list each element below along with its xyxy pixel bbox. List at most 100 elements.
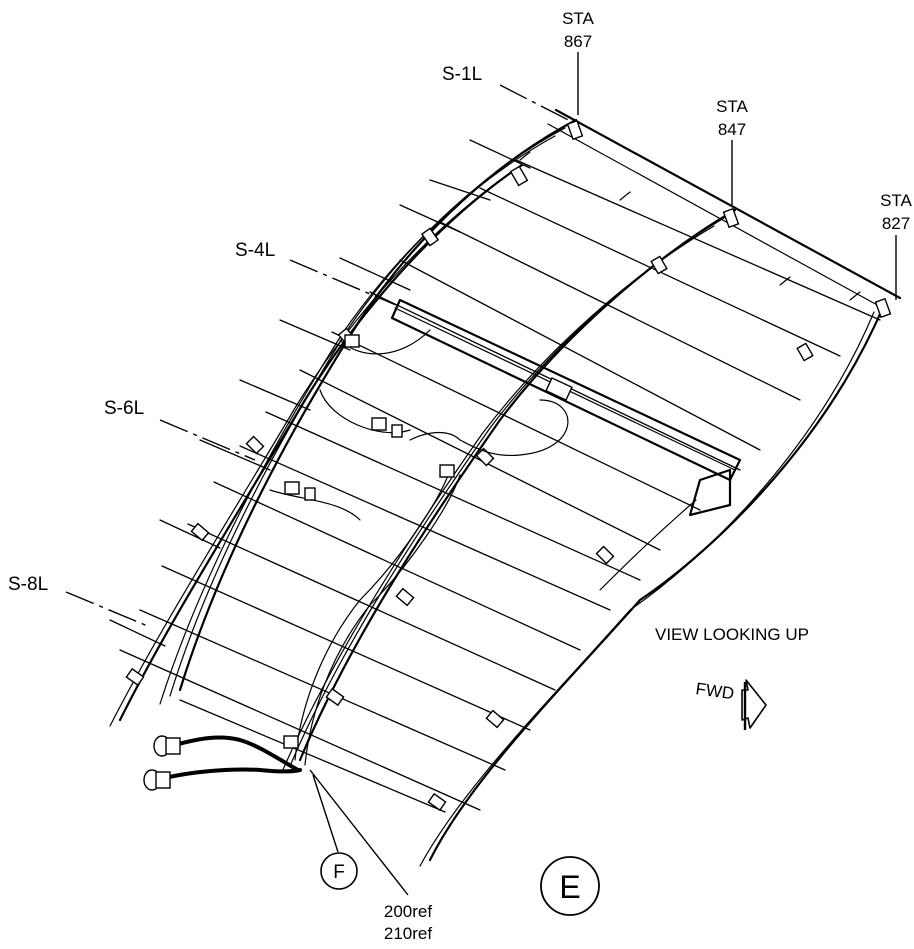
stringer-s4l-leader (289, 259, 397, 306)
frame-827-ref (599, 499, 697, 591)
beam-clamp (545, 377, 573, 401)
station-label-867: STA 867 (562, 9, 594, 51)
top-edge-line (554, 108, 902, 300)
frame-sta-827-inner (419, 311, 875, 867)
beam-end-fitting (688, 468, 732, 517)
frame-sta-847-inner (289, 217, 725, 767)
edge-fasteners (519, 151, 861, 301)
fastener-tick (619, 191, 631, 201)
harness-clamp (439, 464, 455, 478)
frame-sta-827-outer (428, 303, 886, 862)
harness-clamp (304, 487, 316, 501)
clip (595, 545, 615, 565)
stringer-line (399, 259, 761, 451)
connector-cable-upper (173, 735, 300, 772)
forward-arrow-icon (741, 679, 767, 730)
stringer-line (179, 699, 446, 813)
clip (485, 709, 505, 729)
clip (874, 297, 892, 319)
callout-f-letter: F (333, 862, 345, 883)
clip (796, 342, 814, 362)
ref-leader (309, 769, 409, 896)
station-label-847: STA 847 (716, 97, 748, 139)
frame-clips (125, 119, 892, 812)
harness-loop (409, 431, 461, 441)
clip (650, 255, 668, 275)
station-label-827: STA 827 (880, 191, 912, 233)
callout-f-leader (312, 774, 339, 853)
stringer-label-s6l: S-6L (104, 398, 144, 419)
clip (427, 792, 447, 812)
frame-left-outer (118, 163, 524, 722)
stringer-s1l-leader (499, 84, 579, 126)
clip (420, 227, 440, 247)
clip (190, 522, 210, 542)
stringer-line (187, 523, 556, 691)
station-827-prefix: STA (880, 191, 912, 210)
stringer-stub (159, 519, 221, 549)
stringer-line (161, 565, 531, 731)
callout-f-circle (320, 852, 358, 890)
harness-loop (269, 489, 361, 521)
frame-sta-847-inner2 (281, 225, 715, 773)
stringer-stub (239, 379, 311, 411)
stringer-label-s4l: S-4L (235, 240, 275, 261)
station-867-prefix: STA (562, 9, 594, 28)
clip (566, 119, 584, 141)
frame-sta-867-inner2 (159, 135, 556, 705)
frame-sta-847-outer (298, 208, 737, 762)
stringer-line (439, 221, 801, 401)
stringer-line (515, 159, 881, 321)
station-847-prefix: STA (716, 97, 748, 116)
stringer-stub (429, 179, 491, 201)
clip (509, 165, 529, 187)
fastener-tick (849, 291, 861, 301)
harness-clamp (283, 735, 299, 749)
connector-body-upper (165, 737, 181, 755)
callout-e-letter: E (559, 869, 580, 905)
stringer-label-s1l: S-1L (442, 64, 482, 85)
fastener-tick (779, 276, 791, 286)
clip (395, 587, 415, 607)
callout-e-circle (540, 856, 600, 916)
connectors (143, 735, 302, 791)
stringer-stub (339, 257, 411, 291)
fuselage-structure (109, 108, 902, 867)
connector-body-lower (155, 771, 171, 789)
harness-clamp (344, 334, 360, 348)
station-827-number: 827 (882, 214, 910, 233)
fastener-tick (689, 231, 701, 241)
stringer-stub (199, 439, 271, 471)
clip (125, 667, 145, 687)
stringer-stub (469, 139, 531, 169)
harness-clamp (371, 417, 387, 431)
harness-run (294, 469, 451, 761)
ref-210: 210ref (384, 924, 432, 943)
stringer-line (239, 445, 611, 611)
fastener-tick (519, 151, 531, 161)
harness-clamp (391, 424, 403, 438)
harness-run (304, 474, 461, 766)
stringer-label-s8l: S-8L (8, 574, 48, 595)
station-867-number: 867 (564, 32, 592, 51)
stringer-stubs (109, 139, 531, 647)
forward-indicator: FWD (694, 679, 767, 730)
stringer-line (265, 411, 641, 581)
intercostal-beam (390, 298, 742, 517)
top-edge-line-inner (547, 123, 891, 313)
harness-clamps (283, 334, 455, 749)
stringer-stub (279, 319, 351, 351)
stringer-stub (399, 204, 461, 233)
forward-label: FWD (694, 679, 735, 703)
harness-clamp (284, 481, 300, 495)
ref-200: 200ref (384, 902, 432, 921)
view-label: VIEW LOOKING UP (655, 625, 809, 644)
stringer-line (213, 481, 581, 651)
stringer-line (331, 331, 701, 511)
callout-e: E (540, 856, 600, 916)
stringer-stub (109, 619, 166, 647)
clip (722, 207, 740, 229)
stringer-s8l-leader (65, 591, 151, 628)
clip (325, 687, 345, 707)
